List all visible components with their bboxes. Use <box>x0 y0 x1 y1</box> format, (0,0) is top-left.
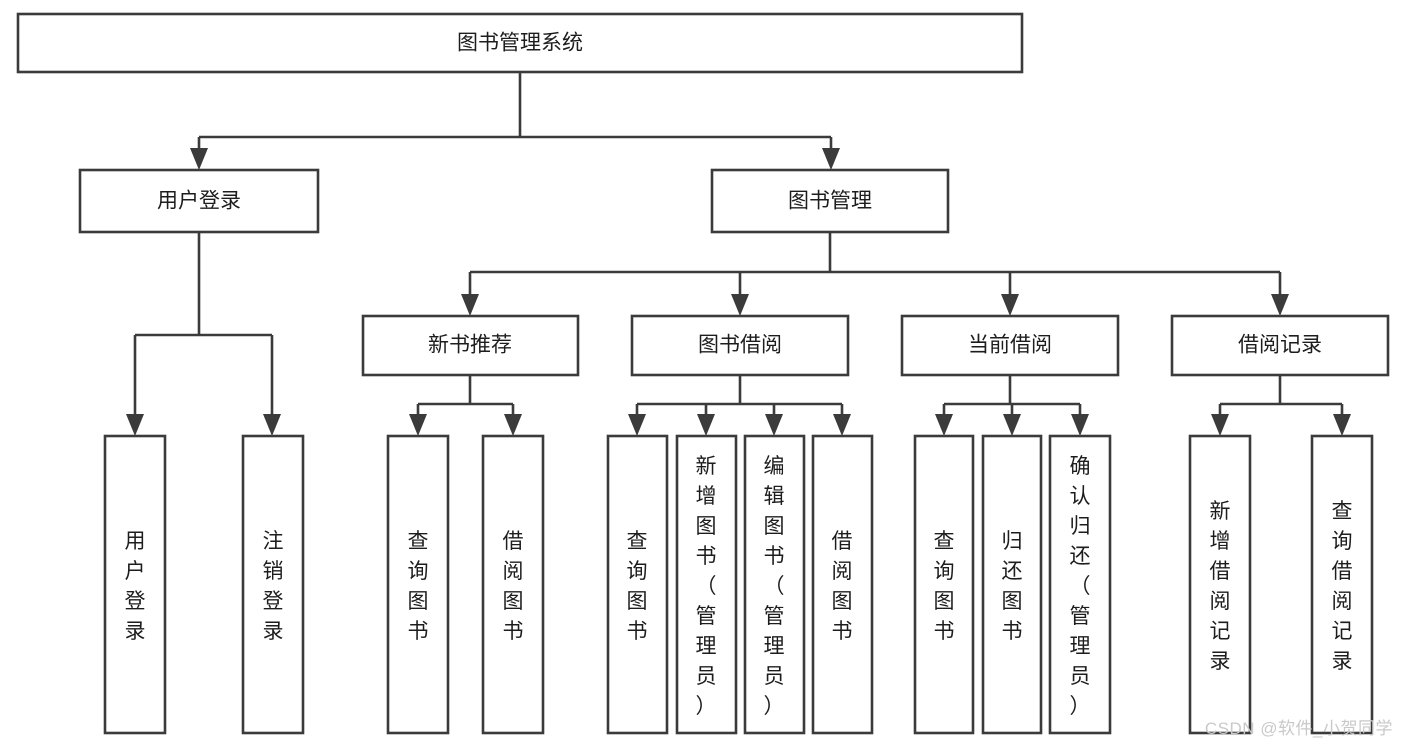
node-book-borrow[interactable]: 图书借阅 <box>630 314 850 377</box>
connector-group-current-borrow <box>935 375 1089 436</box>
leaf-add-book-admin[interactable]: 新增图书（管理员） <box>675 434 738 735</box>
node-current-borrow-box[interactable] <box>900 314 1120 377</box>
arrow-head-icon <box>461 294 479 316</box>
arrow-head-icon <box>731 294 749 316</box>
arrow-head-icon <box>1271 294 1289 316</box>
connector-group-root <box>190 72 840 170</box>
arrow-head-icon <box>1003 414 1021 436</box>
leaf-borrow-book-new-box[interactable] <box>481 434 545 735</box>
leaf-query-book-borrow[interactable]: 查询图书 <box>606 434 669 735</box>
node-root-label: 图书管理系统 <box>457 32 583 55</box>
node-new-book-recommend-label: 新书推荐 <box>428 334 512 357</box>
arrow-head-icon <box>833 414 851 436</box>
leaf-borrow-book-new-label: 借阅图书 <box>503 530 524 643</box>
csdn-watermark: CSDN @软件_小贺同学 <box>1204 719 1393 738</box>
leaf-add-borrow-record-label: 新增借阅记录 <box>1210 500 1231 673</box>
arrow-head-icon <box>765 414 783 436</box>
node-book-borrow-label: 图书借阅 <box>698 334 782 357</box>
leaf-query-book-current[interactable]: 查询图书 <box>913 434 975 735</box>
arrow-head-icon <box>628 414 646 436</box>
leaf-return-book-box[interactable] <box>981 434 1043 735</box>
node-borrow-record-label: 借阅记录 <box>1238 334 1322 357</box>
node-root-box[interactable] <box>16 12 1024 74</box>
node-user-login-box[interactable] <box>78 168 320 234</box>
node-borrow-record[interactable]: 借阅记录 <box>1170 314 1390 377</box>
leaf-user-login-box[interactable] <box>103 434 167 735</box>
arrow-head-icon <box>1333 414 1351 436</box>
node-new-book-recommend-box[interactable] <box>361 314 580 377</box>
leaf-query-book-borrow-box[interactable] <box>606 434 669 735</box>
leaf-confirm-return-admin-box[interactable] <box>1048 434 1112 735</box>
leaf-query-book-new-box[interactable] <box>386 434 450 735</box>
leaf-add-borrow-record[interactable]: 新增借阅记录 <box>1188 434 1252 735</box>
leaf-user-login-label: 用户登录 <box>125 530 146 643</box>
leaf-query-book-borrow-label: 查询图书 <box>627 530 648 643</box>
arrow-head-icon <box>822 148 840 170</box>
leaf-borrow-book-label: 借阅图书 <box>832 530 853 643</box>
arrow-head-icon <box>409 414 427 436</box>
leaf-confirm-return-admin-label: 确认归还（管理员） <box>1070 455 1091 718</box>
leaf-user-login[interactable]: 用户登录 <box>103 434 167 735</box>
leaf-edit-book-admin-label: 编辑图书（管理员） <box>764 455 785 718</box>
leaf-borrow-book-new[interactable]: 借阅图书 <box>481 434 545 735</box>
node-current-borrow-label: 当前借阅 <box>968 334 1052 357</box>
arrow-head-icon <box>263 414 281 436</box>
arrow-head-icon <box>1071 414 1089 436</box>
arrow-head-icon <box>504 414 522 436</box>
leaf-confirm-return-admin[interactable]: 确认归还（管理员） <box>1048 434 1112 735</box>
leaf-logout[interactable]: 注销登录 <box>241 434 305 735</box>
leaf-query-book-current-label: 查询图书 <box>934 530 955 643</box>
arrow-head-icon <box>1001 294 1019 316</box>
leaf-query-book-new[interactable]: 查询图书 <box>386 434 450 735</box>
node-book-management[interactable]: 图书管理 <box>710 168 950 234</box>
node-new-book-recommend[interactable]: 新书推荐 <box>361 314 580 377</box>
leaf-query-book-new-label: 查询图书 <box>408 530 429 643</box>
connector-group-records <box>1211 375 1351 436</box>
node-book-management-box[interactable] <box>710 168 950 234</box>
arrow-head-icon <box>935 414 953 436</box>
leaf-query-borrow-record-label: 查询借阅记录 <box>1332 500 1353 673</box>
arrow-head-icon <box>126 414 144 436</box>
leaf-query-borrow-record-box[interactable] <box>1310 434 1374 735</box>
leaf-logout-label: 注销登录 <box>263 530 284 643</box>
leaf-edit-book-admin[interactable]: 编辑图书（管理员） <box>743 434 806 735</box>
leaf-add-book-admin-label: 新增图书（管理员） <box>696 455 717 718</box>
arrow-head-icon <box>1211 414 1229 436</box>
leaf-return-book[interactable]: 归还图书 <box>981 434 1043 735</box>
node-book-borrow-box[interactable] <box>630 314 850 377</box>
connector-group-new-books <box>409 375 522 436</box>
node-user-login-label: 用户登录 <box>157 190 241 213</box>
leaf-query-borrow-record[interactable]: 查询借阅记录 <box>1310 434 1374 735</box>
connector-group-borrow <box>628 375 851 436</box>
leaf-borrow-book-box[interactable] <box>811 434 874 735</box>
arrow-head-icon <box>190 148 208 170</box>
leaf-query-book-current-box[interactable] <box>913 434 975 735</box>
node-current-borrow[interactable]: 当前借阅 <box>900 314 1120 377</box>
leaf-node-group: 用户登录 注销登录 查询图书 借阅图书 查询图书 新增图书（管理员） <box>103 434 1374 735</box>
node-book-management-label: 图书管理 <box>788 190 872 213</box>
arrow-head-icon <box>697 414 715 436</box>
leaf-logout-box[interactable] <box>241 434 305 735</box>
leaf-borrow-book[interactable]: 借阅图书 <box>811 434 874 735</box>
node-borrow-record-box[interactable] <box>1170 314 1390 377</box>
connector-group-book-manage <box>461 232 1289 316</box>
leaf-return-book-label: 归还图书 <box>1002 530 1023 643</box>
connector-group-user-login <box>126 232 281 436</box>
node-root[interactable]: 图书管理系统 <box>16 12 1024 74</box>
leaf-add-book-admin-box[interactable] <box>675 434 738 735</box>
leaf-add-borrow-record-box[interactable] <box>1188 434 1252 735</box>
node-user-login[interactable]: 用户登录 <box>78 168 320 234</box>
leaf-edit-book-admin-box[interactable] <box>743 434 806 735</box>
